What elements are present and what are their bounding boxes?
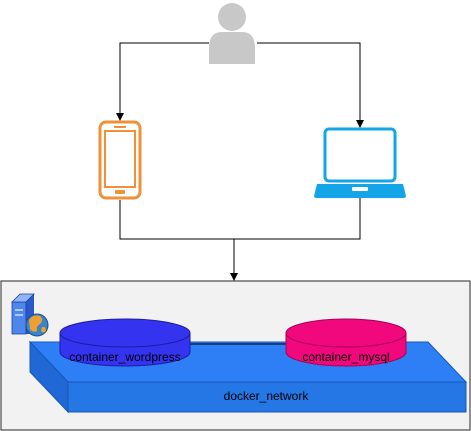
server-globe-icon[interactable] <box>11 293 49 337</box>
container-wordpress[interactable]: container_wordpress <box>59 318 191 367</box>
connectors <box>116 42 364 281</box>
container-wordpress-label: container_wordpress <box>69 350 180 364</box>
edge-devices-to-network <box>119 198 361 240</box>
smartphone-icon[interactable] <box>98 120 142 200</box>
container-mysql[interactable]: container_mysql <box>285 318 407 367</box>
edge-user-to-mobile <box>116 42 209 121</box>
container-mysql-label: container_mysql <box>302 350 389 364</box>
laptop-icon[interactable] <box>314 127 406 198</box>
edge-user-to-laptop <box>257 42 364 128</box>
docker-network-label: docker_network <box>224 389 310 403</box>
user-icon[interactable] <box>209 3 255 64</box>
